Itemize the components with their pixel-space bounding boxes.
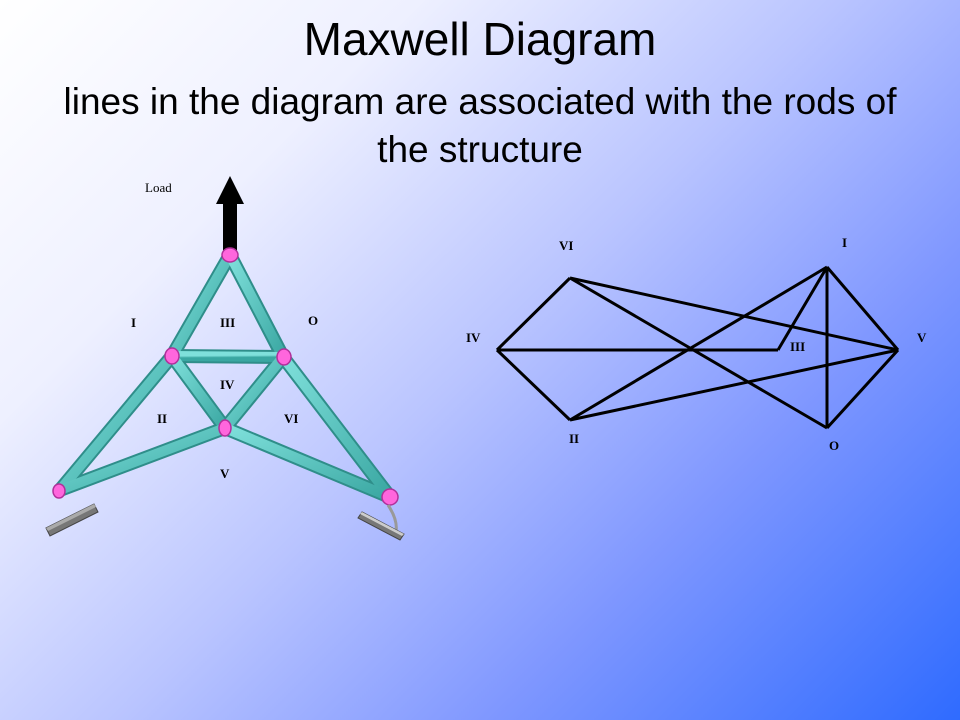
load-label: Load [145, 180, 172, 195]
right-support [357, 504, 405, 541]
maxwell-point-labels: VI I IV III V II O [466, 235, 927, 453]
point-label-o: O [829, 438, 839, 453]
region-label-o: O [308, 313, 318, 328]
slide-subtitle: lines in the diagram are associated with… [63, 81, 897, 170]
point-label-iii: III [790, 339, 805, 354]
slide-title: Maxwell Diagram [303, 13, 657, 65]
point-label-iv: IV [466, 330, 481, 345]
region-label-iii: III [220, 315, 235, 330]
left-support [45, 503, 99, 537]
region-label-i: I [131, 315, 136, 330]
truss-rods [53, 248, 397, 504]
region-label-v: V [220, 466, 230, 481]
region-label-iv: IV [220, 377, 235, 392]
load-arrow [216, 176, 244, 255]
point-label-vi: VI [559, 238, 573, 253]
truss-joints [52, 247, 399, 506]
point-label-i: I [842, 235, 847, 250]
region-label-ii: II [157, 411, 167, 426]
truss-region-labels: I III O IV II VI V [131, 313, 318, 481]
maxwell-diagram [495, 265, 900, 430]
region-label-vi: VI [284, 411, 298, 426]
point-label-v: V [917, 330, 927, 345]
point-label-ii: II [569, 431, 579, 446]
